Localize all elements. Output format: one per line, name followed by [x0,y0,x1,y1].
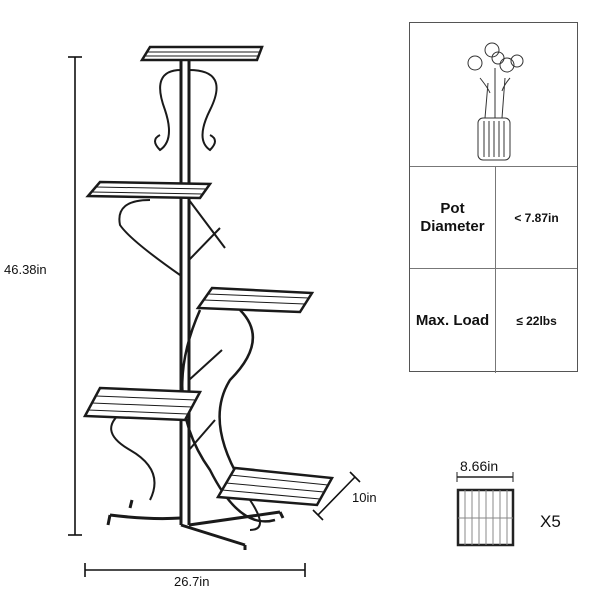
shelf-width-label: 8.66in [460,458,499,474]
width-dimension-line [84,563,306,577]
spec-value: < 7.87in [514,211,559,225]
shelf-4 [82,386,203,422]
shelf-3 [195,286,315,314]
shelf-5 [215,466,335,507]
spec-label: Max. Load [410,269,496,373]
spec-label: Pot Diameter [410,167,496,269]
shelf-slats [87,51,329,500]
shelves [82,45,335,507]
shelf-count-label: X5 [540,512,561,531]
height-dimension-line [68,56,82,536]
spec-value: ≤ 22lbs [516,314,557,328]
shelf-size-icon [456,472,515,547]
flower-vase-icon [467,42,524,161]
spec-row-max-load: Max. Load ≤ 22lbs [410,268,577,373]
depth-dimension-line [312,471,361,521]
spec-row-pot-diameter: Pot Diameter < 7.87in [410,166,577,269]
width-label: 26.7in [174,574,210,589]
shelf-1 [139,45,264,62]
spec-table: Pot Diameter < 7.87in Max. Load ≤ 22lbs [409,22,578,373]
plant-stand [106,55,285,550]
shelf-2 [85,180,213,200]
height-label: 46.38in [4,262,47,277]
depth-label: 10in [352,490,377,505]
